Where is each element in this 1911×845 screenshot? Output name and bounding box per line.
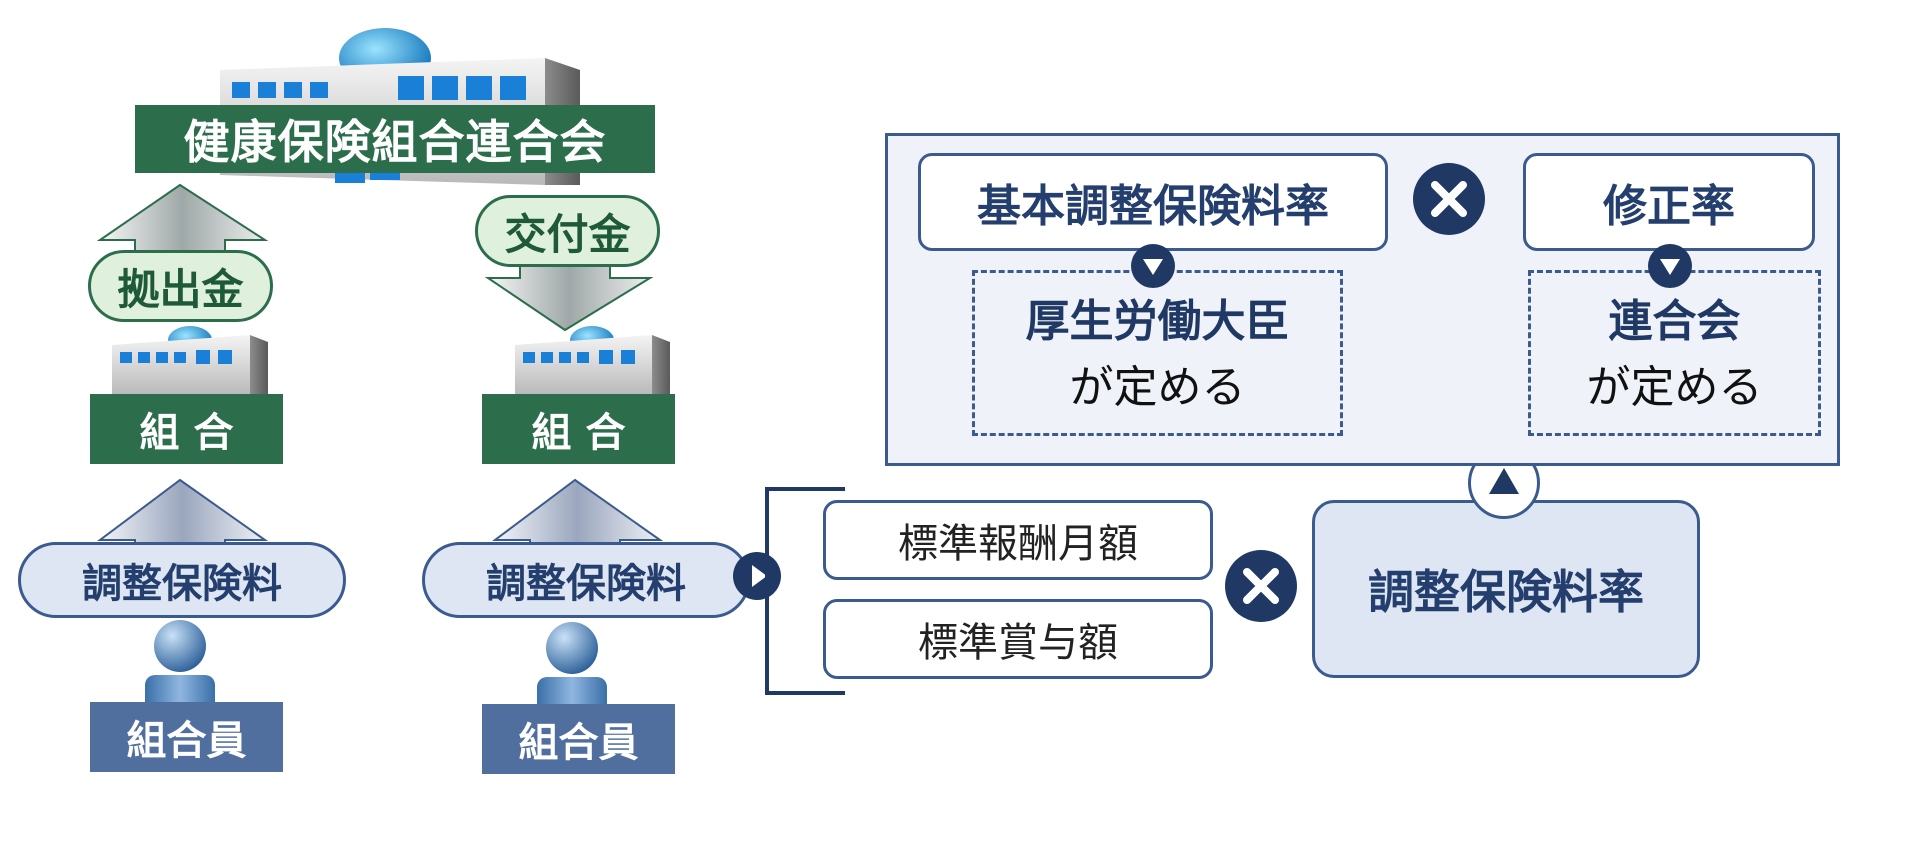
left-member-label: 組合員 xyxy=(90,702,283,772)
left-premium-label: 調整保険料 xyxy=(18,542,346,618)
correction-decider-bold: 連合会 xyxy=(1608,296,1741,347)
bonus-box: 標準賞与額 xyxy=(823,599,1213,679)
left-premium-arrow-icon xyxy=(97,478,269,551)
federation-label: 健康保険組合連合会 xyxy=(135,105,655,173)
bracket xyxy=(765,487,845,695)
right-union-label: 組 合 xyxy=(482,394,675,464)
base-rate-decider-rest: が定める xyxy=(1069,362,1246,413)
right-premium-arrow-icon xyxy=(492,478,664,551)
contribution-label: 拠出金 xyxy=(88,250,273,322)
multiply-small-icon xyxy=(1413,163,1485,235)
correction-decider-rest: が定める xyxy=(1586,362,1763,413)
left-union-label: 組 合 xyxy=(90,394,283,464)
grant-label: 交付金 xyxy=(475,195,660,267)
monthly-salary-box: 標準報酬月額 xyxy=(823,500,1213,580)
base-rate-box: 基本調整保険料率 xyxy=(918,153,1388,251)
correction-decider-box: 連合会 が定める xyxy=(1528,270,1821,436)
correction-rate-box: 修正率 xyxy=(1523,153,1815,251)
correction-pointer-icon xyxy=(1648,244,1692,288)
right-premium-label: 調整保険料 xyxy=(422,542,750,618)
right-member-label: 組合員 xyxy=(482,704,675,774)
right-union-building-icon xyxy=(515,326,670,395)
base-rate-pointer-icon xyxy=(1131,244,1175,288)
multiply-icon xyxy=(1225,550,1297,622)
premium-rate-box: 調整保険料率 xyxy=(1312,500,1700,678)
base-rate-decider-bold: 厚生労働大臣 xyxy=(1025,296,1290,347)
left-union-building-icon xyxy=(112,326,268,395)
pointer-right-icon xyxy=(733,552,781,600)
base-rate-decider-box: 厚生労働大臣 が定める xyxy=(972,270,1343,436)
